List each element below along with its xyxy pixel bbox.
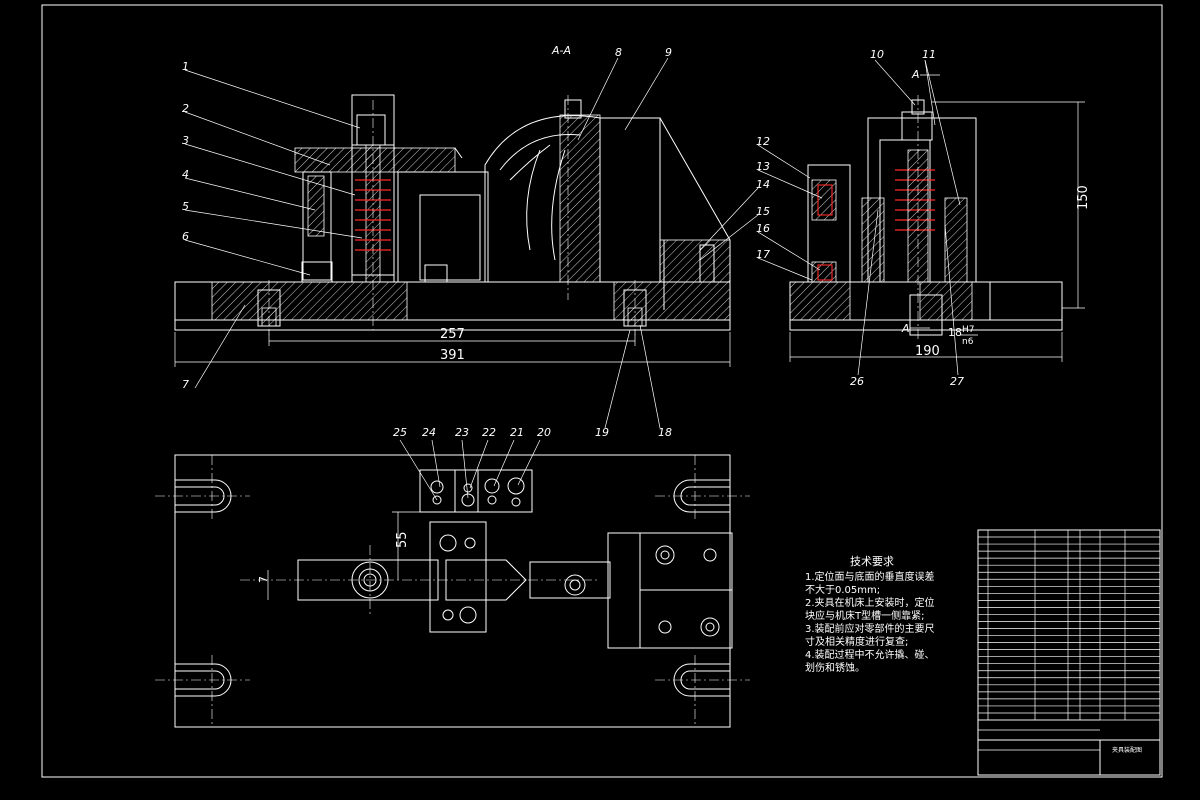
outer-frame (41, 4, 1163, 778)
tech-req-line-6: 寸及相关精度进行复查; (805, 635, 908, 648)
dim-55: 55 (395, 531, 410, 548)
title-block: 夹具装配图 (977, 529, 1161, 776)
tech-req-line-1: 1.定位面与底面的垂直度误差 (805, 570, 935, 583)
callout-20: 20 (537, 426, 551, 439)
callout-4: 4 (182, 168, 189, 181)
tech-req-line-8: 划伤和锈蚀。 (805, 661, 865, 674)
dim-7: 7 (257, 576, 270, 583)
view-arrow-bottom: A (901, 322, 910, 335)
callout-14: 14 (756, 178, 770, 191)
part-callouts: 1 2 3 4 5 6 7 8 9 10 11 12 13 14 15 16 1… (182, 46, 964, 501)
dim-18: 18 (948, 326, 962, 339)
callout-17: 17 (756, 248, 770, 261)
callout-24: 24 (422, 426, 436, 439)
technical-requirements: 技术要求 1.定位面与底面的垂直度误差 不大于0.05mm; 2.夹具在机床上安… (805, 555, 935, 674)
callout-19: 19 (595, 426, 609, 439)
callout-6: 6 (182, 230, 189, 243)
callout-13: 13 (756, 160, 770, 173)
front-section-view (174, 94, 731, 335)
callout-5: 5 (182, 200, 189, 213)
fit-upper: H7 (962, 325, 975, 335)
tech-req-title: 技术要求 (850, 555, 894, 568)
callout-23: 23 (455, 426, 469, 439)
tech-req-line-2: 不大于0.05mm; (805, 583, 880, 596)
callout-7: 7 (182, 378, 189, 391)
callout-12: 12 (756, 135, 770, 148)
tech-req-line-3: 2.夹具在机床上安装时，定位 (805, 596, 935, 609)
tech-req-line-5: 3.装配前应对零部件的主要尺 (805, 622, 935, 635)
fit-lower: n6 (962, 337, 974, 347)
view-arrow-top: A (911, 68, 920, 81)
dim-257: 257 (440, 327, 465, 342)
callout-1: 1 (182, 60, 189, 73)
callout-9: 9 (665, 46, 672, 59)
callout-18: 18 (658, 426, 672, 439)
dim-391: 391 (440, 348, 465, 363)
callout-15: 15 (756, 205, 770, 218)
callout-16: 16 (756, 222, 770, 235)
callout-2: 2 (182, 102, 189, 115)
tech-req-line-4: 块应与机床T型槽一侧靠紧; (805, 609, 924, 622)
callout-22: 22 (482, 426, 496, 439)
dim-190: 190 (915, 344, 940, 359)
callout-3: 3 (182, 134, 189, 147)
callout-21: 21 (510, 426, 524, 439)
callout-8: 8 (615, 46, 622, 59)
drawing-name: 夹具装配图 (1112, 746, 1142, 754)
callout-27: 27 (950, 375, 964, 388)
tech-req-line-7: 4.装配过程中不允许撬、碰、 (805, 648, 935, 661)
front-dimensions: 257 391 A-A (174, 44, 731, 367)
plan-view: 55 7 (155, 454, 750, 728)
callout-10: 10 (870, 48, 884, 61)
side-view: 150 190 18 H7 n6 A A (789, 68, 1091, 362)
section-label-aa: A-A (551, 44, 571, 57)
callout-11: 11 (922, 48, 936, 61)
callout-25: 25 (393, 426, 407, 439)
callout-26: 26 (850, 375, 864, 388)
dim-150: 150 (1076, 185, 1091, 210)
